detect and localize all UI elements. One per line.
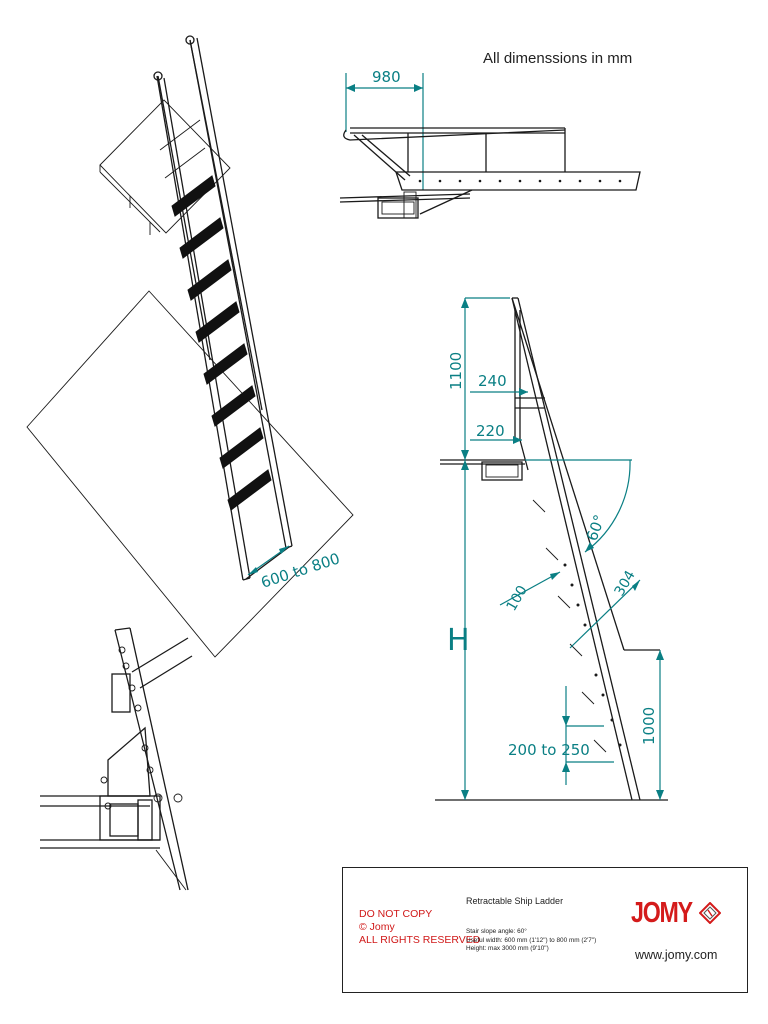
spec-line: Useful width: 600 mm (1'12") to 800 mm (… <box>466 936 597 944</box>
dim-height: H <box>447 623 470 658</box>
product-title: Retractable Ship Ladder <box>466 896 564 906</box>
product-specs: Stair slope angle: 60° Useful width: 600… <box>466 928 596 954</box>
spec-line: Height: max 3000 mm (9'10") <box>466 945 549 953</box>
copy-notice-line: © Jomy <box>359 921 395 933</box>
isometric-view: 600 to 800 <box>26 35 354 658</box>
dim-tread-depth: 100 <box>504 583 531 614</box>
dim-rail-height: 1100 <box>447 352 465 390</box>
spec-line: Stair slope angle: 60° <box>466 928 527 935</box>
dim-slope-angle: 60° <box>583 512 609 543</box>
dim-tread-spacing: 304 <box>612 568 639 599</box>
logo-text: JOMY <box>631 897 693 929</box>
copyright-notice: DO NOT COPY © Jomy ALL RIGHTS RESERVED <box>359 908 480 947</box>
ladder-treads <box>171 175 272 511</box>
dim-step-rise: 200 to 250 <box>508 741 590 759</box>
dim-lower-rail: 1000 <box>640 707 658 745</box>
copy-notice-line: ALL RIGHTS RESERVED <box>359 934 481 946</box>
dim-platform-depth: 980 <box>372 68 401 86</box>
copy-notice-line: DO NOT COPY <box>359 908 433 920</box>
dim-stair-width: 600 to 800 <box>259 549 342 591</box>
title-block: DO NOT COPY © Jomy ALL RIGHTS RESERVED R… <box>342 867 748 993</box>
side-elevation: 1100 H 240 220 60° 100 304 1000 2 <box>435 297 668 801</box>
drawing-heading: All dimenssions in mm <box>483 50 632 67</box>
website-link[interactable]: www.jomy.com <box>635 948 718 962</box>
jomy-logo: JOMY <box>631 897 722 929</box>
detail-view <box>40 627 193 891</box>
dim-offset-lower: 220 <box>476 422 505 440</box>
top-view: 980 <box>339 68 641 219</box>
logo-diamond-icon <box>699 902 722 924</box>
dim-offset-top: 240 <box>478 372 507 390</box>
